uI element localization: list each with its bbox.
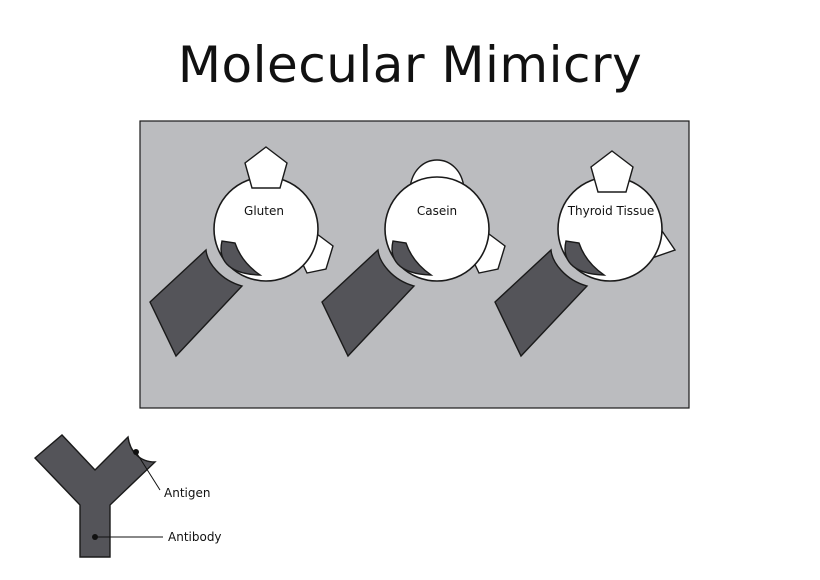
bound-antibody-tip (564, 240, 607, 276)
antigen-unit-gluten: Gluten (149, 146, 334, 358)
antibody-arm (494, 248, 589, 358)
antigen-unit-thyroid-tissue: Thyroid Tissue (494, 150, 677, 358)
top-epitope-pentagon (590, 150, 634, 193)
antibody-arm (321, 248, 416, 358)
top-epitope-pentagon (244, 146, 288, 189)
legend-antibody-label: Antibody (168, 530, 222, 544)
bound-antibody-tip (220, 240, 263, 276)
antibody-arm (149, 248, 244, 358)
antigen-label: Gluten (244, 204, 284, 218)
antigen-label: Thyroid Tissue (567, 204, 655, 218)
antigen-label: Casein (417, 204, 457, 218)
bound-antibody-tip (391, 240, 434, 276)
legend-antigen-leader (135, 451, 161, 491)
page-title: Molecular Mimicry (177, 36, 643, 94)
legend: Antigen Antibody (33, 434, 222, 558)
antigen-unit-casein: Casein (321, 159, 506, 358)
legend-antigen-label: Antigen (164, 486, 210, 500)
